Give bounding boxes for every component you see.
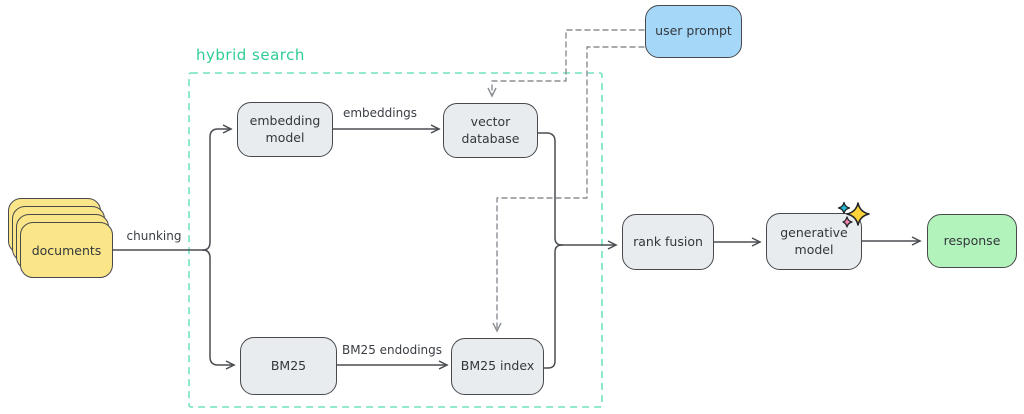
hybrid-search-region	[188, 72, 603, 408]
embedding-model-node: embedding model	[237, 102, 333, 157]
vector-database-node: vector database	[443, 103, 538, 158]
user-prompt-node: user prompt	[645, 5, 742, 58]
response-node: response	[927, 214, 1017, 268]
bm25-node: BM25	[240, 337, 337, 395]
edge-vectordb-merge	[537, 132, 563, 246]
bm25-encodings-edge-label: BM25 endodings	[341, 343, 443, 357]
documents-stack: documents	[8, 198, 114, 279]
hybrid-search-label: hybrid search	[196, 46, 305, 64]
chunking-edge-label: chunking	[126, 229, 182, 243]
edge-userprompt-vectordb	[487, 29, 645, 98]
embeddings-edge-label: embeddings	[342, 106, 418, 120]
edge-split-embedding-model	[202, 124, 233, 251]
edge-userprompt-bm25index	[492, 46, 645, 333]
documents-node: documents	[20, 222, 113, 278]
edge-split-bm25	[202, 249, 236, 370]
sparkles-icon	[837, 201, 870, 228]
edge-bm25index-merge	[542, 244, 563, 369]
rank-fusion-node: rank fusion	[622, 214, 714, 270]
bm25-index-node: BM25 index	[451, 338, 544, 395]
